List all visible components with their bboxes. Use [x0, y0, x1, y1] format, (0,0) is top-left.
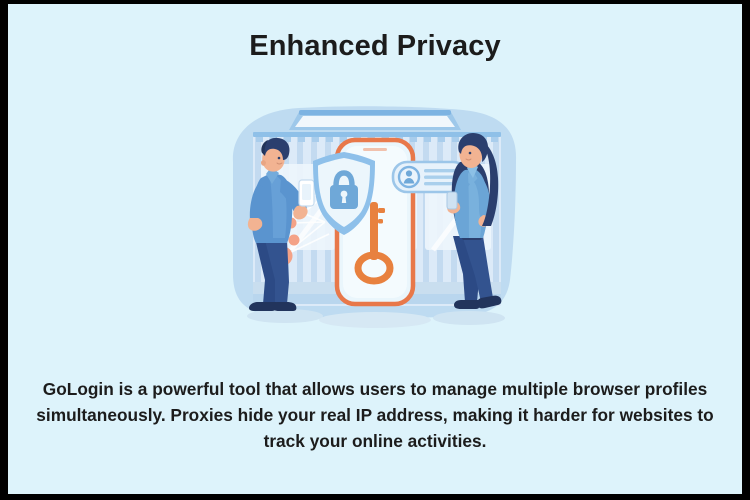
- man-figure: [247, 137, 315, 311]
- key-icon: [354, 202, 394, 285]
- woman-figure: [446, 133, 502, 309]
- ground-shadows: [247, 309, 505, 328]
- body-paragraph: GoLogin is a powerful tool that allows u…: [36, 379, 714, 451]
- page-title: Enhanced Privacy: [249, 30, 501, 62]
- shield-lock-icon: [313, 152, 375, 235]
- enhanced-privacy-illustration: [232, 106, 517, 328]
- illustration-container: [225, 104, 525, 352]
- slide-canvas: Enhanced Privacy: [8, 4, 742, 494]
- storefront-awning: [289, 110, 461, 130]
